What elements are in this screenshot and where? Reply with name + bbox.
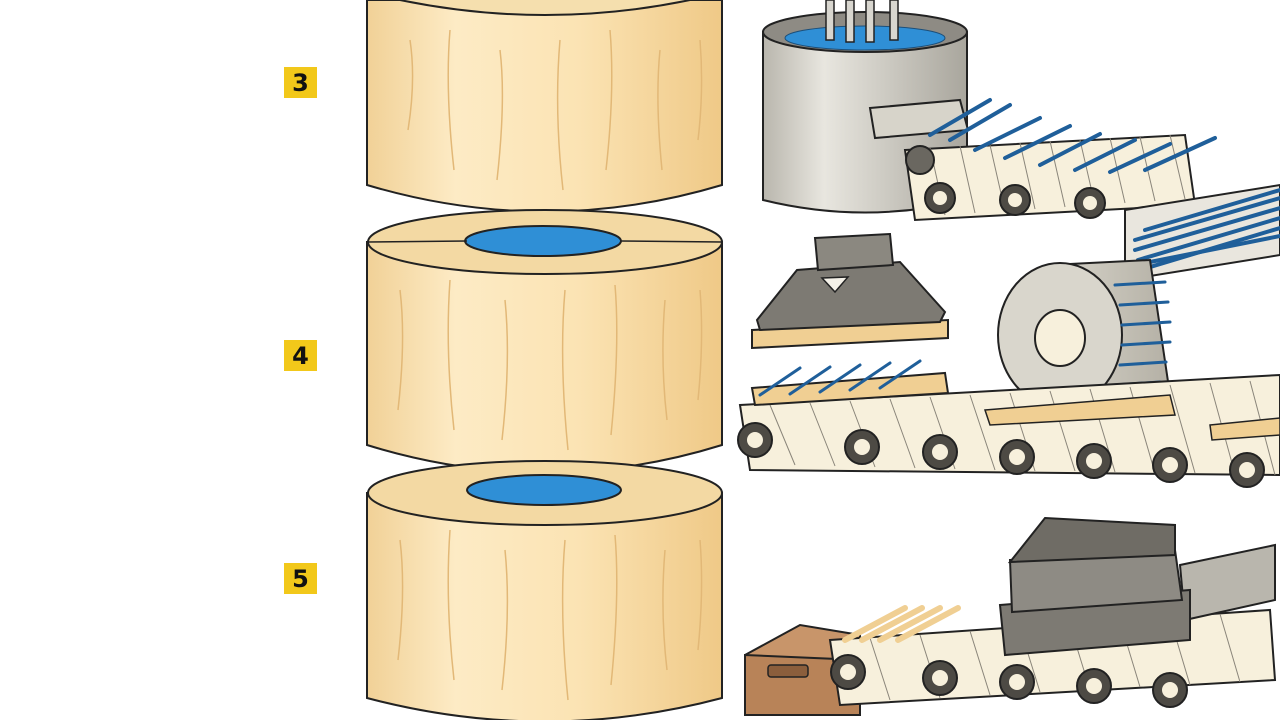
step-3-number: 3 xyxy=(292,68,309,97)
cutting-press xyxy=(998,516,1276,657)
step-4-badge: 4 xyxy=(284,340,317,371)
belt-4-rollers xyxy=(737,422,1265,488)
slot-5 xyxy=(466,474,622,506)
triangle-marker-icon xyxy=(820,276,850,294)
slot-4 xyxy=(464,225,622,257)
step-5-number: 5 xyxy=(292,564,309,593)
step-4-number: 4 xyxy=(292,341,309,370)
log-section-4 xyxy=(366,209,723,474)
step-5-badge: 5 xyxy=(284,563,317,594)
step-3-badge: 3 xyxy=(284,67,317,98)
log-section-5 xyxy=(366,460,723,720)
stick-bundle xyxy=(1124,183,1280,282)
belt-step-4 xyxy=(737,359,1280,488)
belt-5-rollers xyxy=(830,654,1188,708)
drum-roller xyxy=(997,258,1172,408)
press-head xyxy=(751,232,949,350)
log-section-3 xyxy=(366,0,723,213)
